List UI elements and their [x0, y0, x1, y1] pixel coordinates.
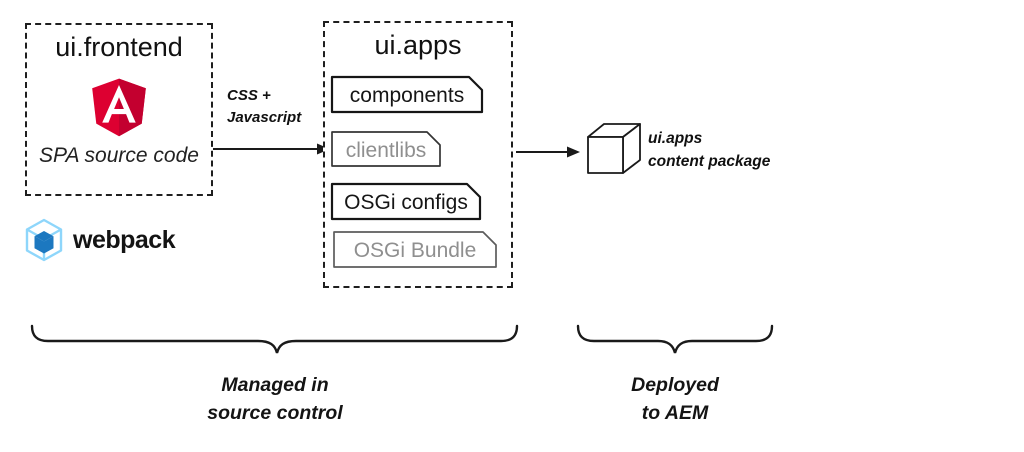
managed-caption-line1: Managed in: [221, 374, 329, 396]
frontend-box-title: ui.frontend: [55, 32, 183, 62]
tab-osgi-configs-label: OSGi configs: [344, 191, 468, 214]
tab-osgi-bundle: OSGi Bundle: [333, 231, 497, 268]
css-js-arrow-label: CSS + Javascript: [227, 85, 301, 129]
webpack-logo-row: webpack: [24, 218, 176, 263]
content-package-line2: content package: [648, 153, 771, 170]
tab-components: components: [330, 75, 484, 114]
tab-clientlibs: clientlibs: [331, 131, 441, 167]
content-package-line1: ui.apps: [648, 130, 703, 147]
tab-clientlibs-label: clientlibs: [346, 139, 427, 162]
angular-logo-icon: [83, 68, 155, 144]
deployed-caption-line1: Deployed: [631, 374, 719, 396]
tab-osgi-configs: OSGi configs: [330, 182, 482, 221]
managed-brace: [30, 324, 519, 354]
css-js-line2: Javascript: [227, 109, 302, 126]
spa-source-code-label: SPA source code: [39, 144, 199, 167]
managed-caption-line2: source control: [207, 402, 343, 424]
deployed-caption: Deployed to AEM: [590, 371, 760, 427]
css-js-arrow: [213, 143, 330, 155]
deployed-caption-line2: to AEM: [641, 402, 709, 424]
apps-box-title: ui.apps: [374, 30, 462, 60]
deploy-arrow: [516, 146, 580, 158]
frontend-box: ui.frontend SPA source code: [25, 23, 213, 196]
tab-osgi-bundle-label: OSGi Bundle: [354, 239, 477, 262]
managed-caption: Managed in source control: [165, 371, 385, 427]
webpack-logo-icon: [24, 218, 64, 263]
content-package-cube-icon: [587, 123, 641, 174]
deployed-brace: [576, 324, 774, 354]
content-package-label: ui.apps content package: [648, 127, 770, 173]
tab-components-label: components: [350, 84, 464, 107]
webpack-label: webpack: [73, 226, 176, 254]
css-js-line1: CSS +: [227, 87, 271, 104]
